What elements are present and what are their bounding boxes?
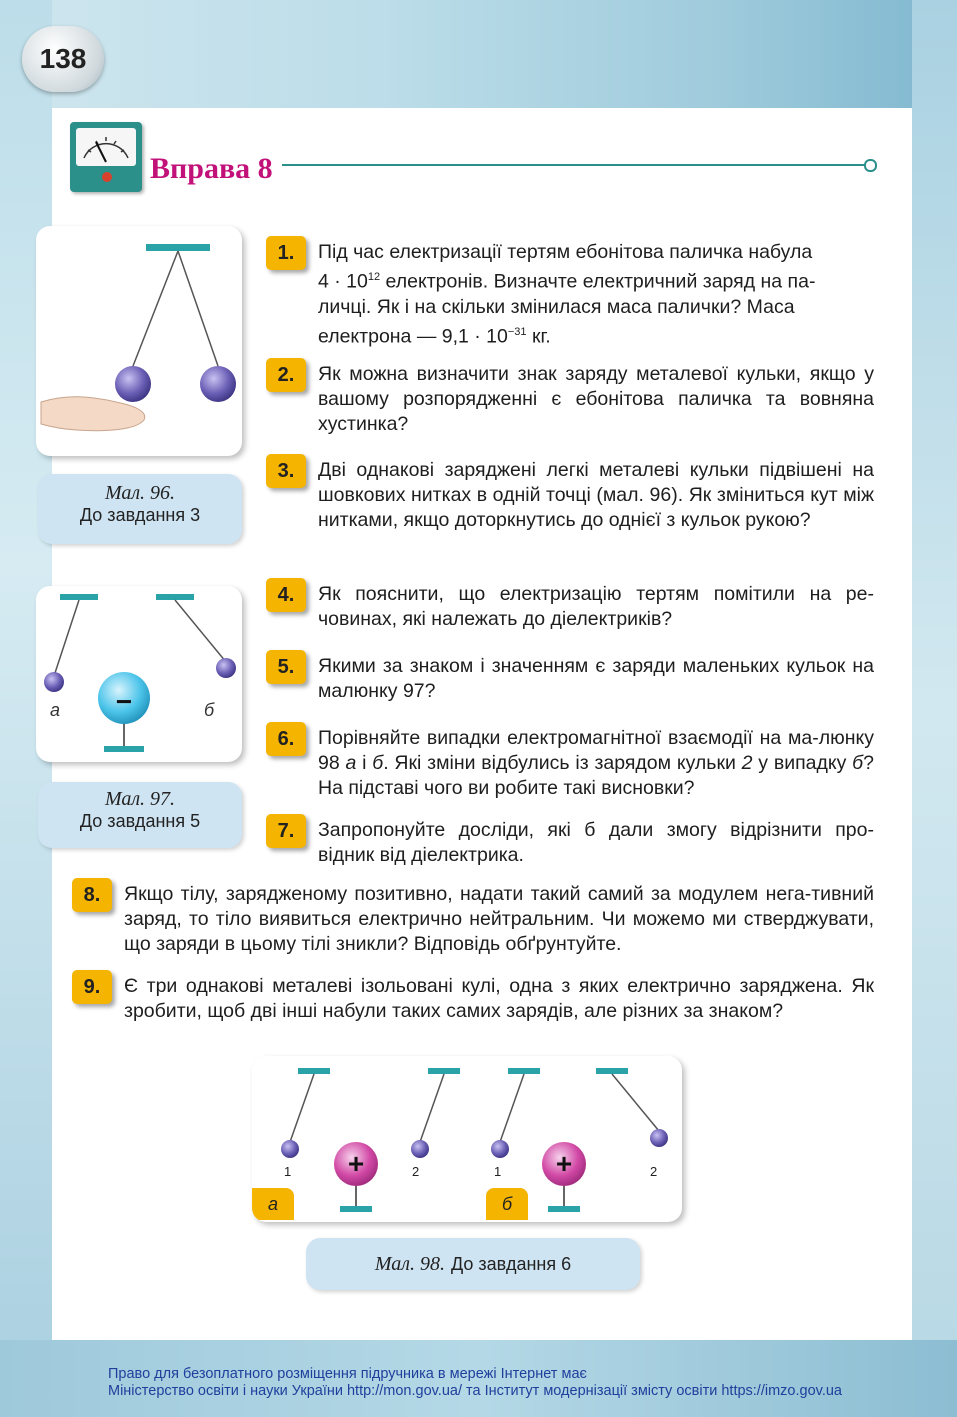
part-a-badge: а [252, 1188, 294, 1220]
ball-icon [216, 658, 236, 678]
figure-98: + + 1 2 1 2 а б [252, 1056, 682, 1222]
ball-icon [200, 366, 236, 402]
right-margin-background [912, 0, 957, 1417]
figure-97: − а б [36, 586, 242, 762]
minus-sign: − [115, 686, 133, 717]
ammeter-icon [70, 122, 142, 192]
ball-label-2: 2 [412, 1164, 420, 1179]
task-number: 7. [266, 814, 306, 848]
figure-97-label: Мал. 97. [104, 788, 176, 810]
task-number: 4. [266, 578, 306, 612]
meter-scale-icon [83, 137, 129, 163]
task-7-text: Запропонуйте досліди, які б дали змогу в… [318, 819, 874, 866]
title-divider-end [864, 159, 877, 172]
task-number: 5. [266, 650, 306, 684]
meter-terminal-icon [102, 172, 112, 182]
positive-charge-icon [542, 1142, 586, 1186]
ball-label-1: 1 [494, 1164, 502, 1179]
ball-icon [44, 672, 64, 692]
figure-98-text: До завдання 6 [450, 1253, 572, 1274]
task-number: 9. [72, 970, 112, 1004]
footer-notice: Право для безоплатного розміщення підруч… [108, 1366, 842, 1400]
figure-96-label: Мал. 96. [104, 482, 176, 504]
label-a: а [50, 700, 61, 720]
task-9-text: Є три однакові металеві ізольовані кулі,… [124, 975, 874, 1022]
task-number: 3. [266, 454, 306, 488]
figure-96-text: До завдання 3 [79, 505, 201, 525]
part-b-badge: б [486, 1188, 528, 1220]
task-8-text: Якщо тілу, зарядженому позитивно, надати… [124, 883, 874, 955]
footer-line-2: Міністерство освіти і науки України http… [108, 1383, 842, 1399]
task-5-text: Якими за знаком і значенням є заряди мал… [318, 655, 874, 702]
plus-sign: + [555, 1148, 573, 1179]
task-number: 2. [266, 358, 306, 392]
figure-97-caption: Мал. 97. До завдання 5 [38, 782, 242, 848]
header-background [0, 0, 957, 108]
task-number: 1. [266, 236, 306, 270]
task-3-text: Дві однакові заряджені легкі металеві ку… [318, 459, 874, 531]
task-2-text: Як можна визначити знак заряду металевої… [318, 363, 874, 435]
plus-sign: + [347, 1148, 365, 1179]
task-1-text: Під час електризації тертям ебонітова па… [318, 241, 816, 347]
ball-icon [411, 1140, 429, 1158]
figure-97-text: До завдання 5 [79, 811, 201, 831]
pendulum-hand-illustration [40, 244, 236, 432]
ball-icon [491, 1140, 509, 1158]
task-4-text: Як пояснити, що електризацію тертям помі… [318, 583, 874, 630]
task-6-text: Порівняйте випадки електромагнітної взає… [318, 727, 874, 799]
charged-balls-illustration [44, 594, 236, 752]
electromagnetic-interaction-illustration [281, 1068, 668, 1212]
ball-label-1: 1 [284, 1164, 292, 1179]
figure-98-caption: Мал. 98. До завдання 6 [306, 1238, 640, 1290]
task-number: 6. [266, 722, 306, 756]
ball-label-2: 2 [650, 1164, 658, 1179]
figure-96 [36, 226, 242, 456]
ball-icon [281, 1140, 299, 1158]
page-number: 138 [22, 26, 104, 92]
ball-icon [115, 366, 151, 402]
figure-98-label: Мал. 98. [374, 1252, 445, 1275]
figure-96-caption: Мал. 96. До завдання 3 [38, 474, 242, 544]
ball-icon [650, 1129, 668, 1147]
footer-line-1: Право для безоплатного розміщення підруч… [108, 1366, 587, 1382]
negative-charge-icon [98, 672, 150, 724]
exercise-title: Вправа 8 [150, 152, 273, 185]
title-divider [282, 164, 867, 166]
task-number: 8. [72, 878, 112, 912]
footer-background [0, 1340, 957, 1417]
label-b: б [204, 700, 215, 720]
positive-charge-icon [334, 1142, 378, 1186]
